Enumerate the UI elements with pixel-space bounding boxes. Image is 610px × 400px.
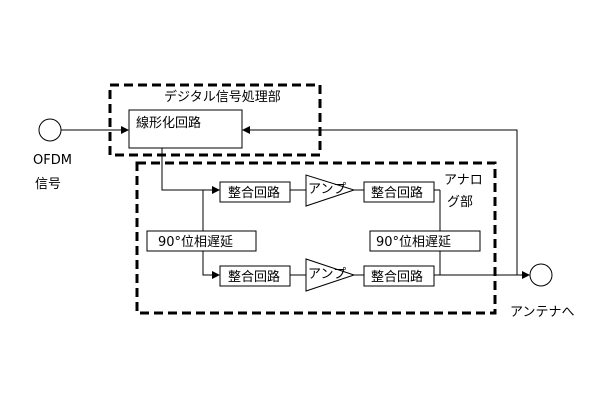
matching-circuit-bottom-right-label: 整合回路 bbox=[371, 269, 423, 285]
ofdm-label-line2: 信号 bbox=[35, 177, 61, 192]
ofdm-input-node bbox=[38, 118, 62, 142]
linearizer-to-upper-path-arrow bbox=[161, 148, 220, 194]
phase-delay-right bbox=[369, 230, 481, 252]
phase-delay-left-label: 90°位相遅延 bbox=[158, 235, 233, 250]
digital-section-title: デジタル信号処理部 bbox=[164, 89, 281, 105]
matching-circuit-top-left-label: 整合回路 bbox=[228, 185, 280, 201]
matching-circuit-top-right bbox=[363, 181, 435, 203]
antenna-node bbox=[529, 263, 553, 287]
matching-circuit-top-left bbox=[219, 181, 291, 203]
analog-section bbox=[135, 161, 497, 315]
linearizer-label: 線形化回路 bbox=[136, 115, 201, 131]
linearizer-block bbox=[128, 109, 243, 149]
antenna-label: アンテナへ bbox=[510, 305, 574, 320]
matching-circuit-top-right-label: 整合回路 bbox=[371, 185, 423, 201]
phase-delay-right-label: 90°位相遅延 bbox=[376, 235, 451, 250]
ofdm-label-line1: OFDM bbox=[33, 153, 72, 168]
amplifier-bottom bbox=[305, 258, 356, 292]
matching-circuit-bottom-left-label: 整合回路 bbox=[228, 269, 280, 285]
digital-processing-section bbox=[108, 83, 322, 157]
feedback-line bbox=[242, 126, 518, 275]
matching-circuit-bottom-left bbox=[219, 265, 291, 287]
amplifier-bottom-label: アンプ bbox=[308, 267, 346, 282]
left-delay-to-lower-path-arrow bbox=[202, 251, 220, 279]
analog-section-title-line2: グ部 bbox=[447, 195, 473, 210]
amplifier-top-label: アンプ bbox=[308, 182, 346, 197]
analog-section-title-line1: アナロ bbox=[444, 173, 483, 188]
amplifier-top bbox=[305, 174, 356, 207]
matching-circuit-bottom-right bbox=[363, 265, 435, 287]
phase-delay-left bbox=[146, 230, 257, 252]
